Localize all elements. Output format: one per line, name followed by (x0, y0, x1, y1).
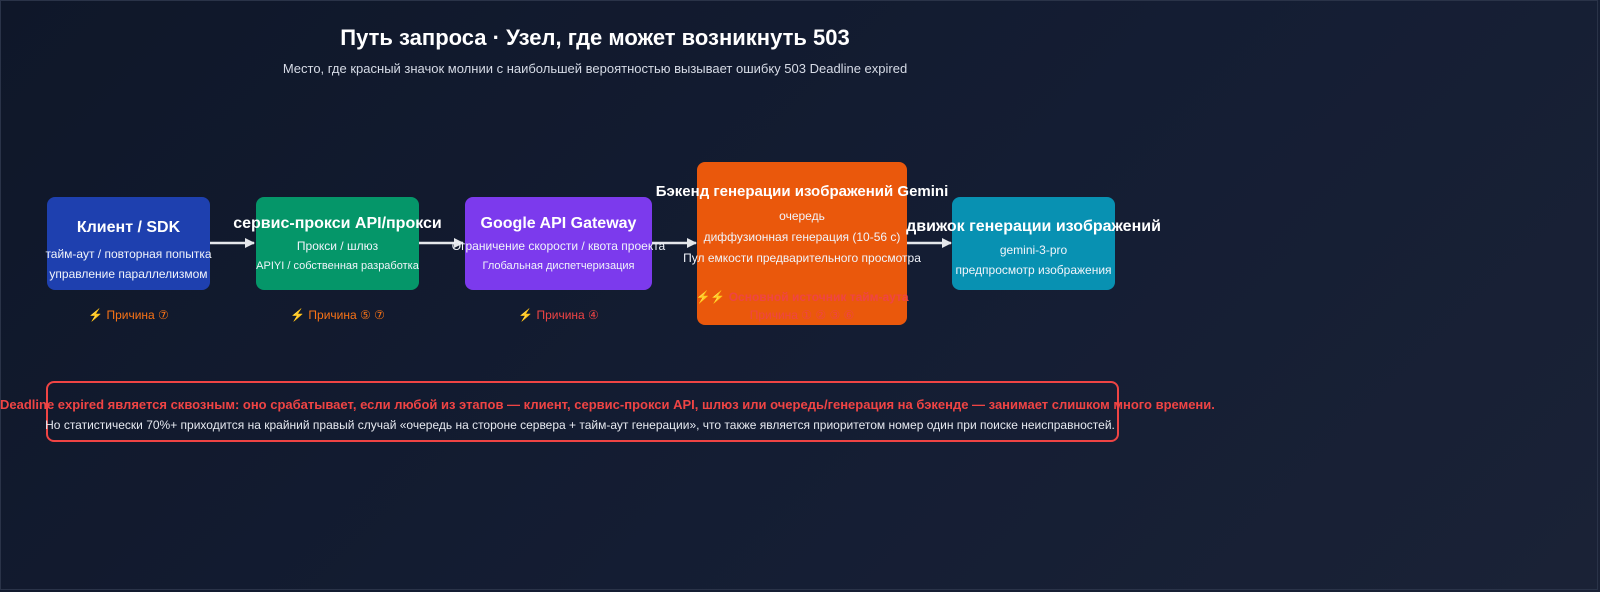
cause-client: ⚡ Причина ⑦ (47, 308, 210, 322)
warning-box (46, 381, 1119, 442)
node-proxy: сервис-прокси API/прокси Прокси / шлюз A… (233, 197, 442, 290)
node-backend: Бэкенд генерации изображений Gemini очер… (656, 162, 948, 325)
cause-client-label: Причина ⑦ (106, 308, 169, 322)
diagram-title: Путь запроса · Узел, где может возникнут… (340, 25, 850, 50)
node-proxy-line-2: APIYI / собственная разработка (256, 260, 419, 272)
node-proxy-title: сервис-прокси API/прокси (233, 215, 442, 232)
node-engine: движок генерации изображений gemini-3-pr… (906, 197, 1161, 290)
backend-hot-spot: ⚡⚡ Основной источник тайм-аута (657, 290, 947, 304)
node-backend-line-2: диффузионная генерация (10-56 с) (703, 230, 901, 244)
lightning-icon: ⚡ (88, 308, 104, 322)
node-gateway-title: Google API Gateway (480, 215, 637, 232)
node-proxy-line-1: Прокси / шлюз (296, 239, 379, 253)
node-gateway: Google API Gateway Ограничение скорости … (452, 197, 665, 290)
cause-gateway-label: Причина ④ (536, 308, 599, 322)
node-backend-line-1: очередь (779, 209, 825, 223)
warning-sub-text: Но статистически 70%+ приходится на край… (45, 418, 1115, 432)
lightning-icon: ⚡ (695, 290, 711, 304)
lightning-icon: ⚡ (518, 308, 534, 322)
node-engine-line-1: gemini-3-pro (999, 243, 1068, 257)
node-client-line-2: управление параллелизмом (49, 267, 208, 281)
lightning-icon: ⚡ (290, 308, 306, 322)
lightning-icon: ⚡ (710, 290, 726, 304)
cause-gateway: ⚡ Причина ④ (465, 308, 652, 322)
node-client: Клиент / SDK тайм-аут / повторная попытк… (45, 197, 212, 290)
node-engine-title: движок генерации изображений (906, 218, 1161, 235)
node-backend-title: Бэкенд генерации изображений Gemini (655, 183, 949, 200)
node-gateway-line-2: Глобальная диспетчеризация (482, 260, 635, 272)
warning-main-text: Deadline expired является сквозным: оно … (0, 397, 1215, 412)
node-client-line-1: тайм-аут / повторная попытка (45, 247, 212, 261)
node-client-title: Клиент / SDK (76, 219, 181, 236)
cause-proxy: ⚡ Причина ⑤ ⑦ (256, 308, 419, 322)
node-engine-line-2: предпросмотр изображения (955, 263, 1112, 277)
backend-hot-label: Основной источник тайм-аута (728, 290, 909, 304)
diagram-subtitle: Место, где красный значок молнии с наибо… (282, 61, 908, 76)
node-backend-line-3: Пул емкости предварительного просмотра (683, 251, 921, 265)
cause-proxy-label: Причина ⑤ ⑦ (308, 308, 385, 322)
backend-hot-causes: Причина ① ② ③ ⑥ (749, 308, 855, 322)
node-gateway-line-1: Ограничение скорости / квота проекта (451, 239, 666, 253)
